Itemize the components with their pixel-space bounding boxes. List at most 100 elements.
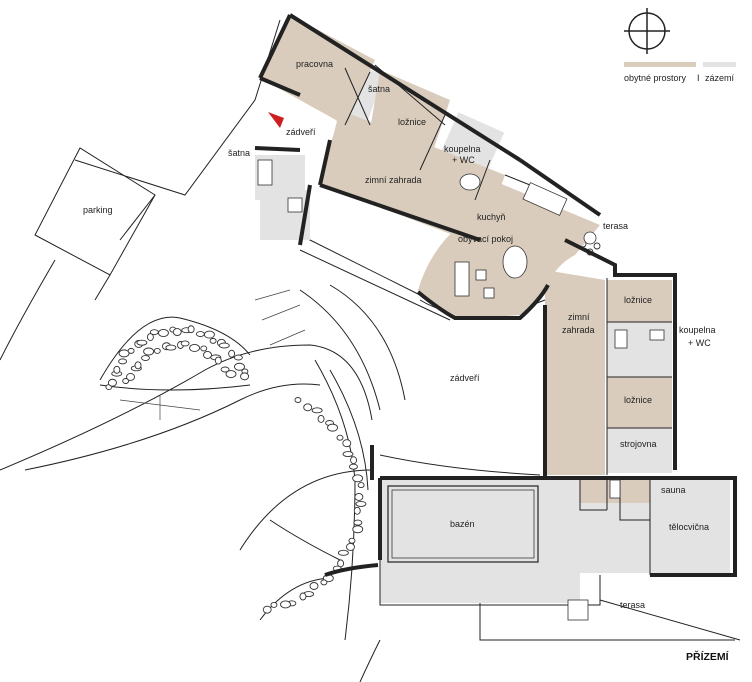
shrub-icon xyxy=(203,351,212,359)
shrub-icon xyxy=(118,358,128,365)
room-label-satna-top: šatna xyxy=(368,84,390,94)
shrub-icon xyxy=(122,378,130,384)
shrub-icon xyxy=(187,325,195,334)
room-label-zimni-zahrada-right-2: zahrada xyxy=(562,325,595,335)
shrub-icon xyxy=(342,439,352,448)
shrub-icon xyxy=(149,329,159,336)
shrub-icon xyxy=(234,362,245,371)
shrub-icon xyxy=(189,344,201,352)
shrub-icon xyxy=(353,519,363,526)
shrub-icon xyxy=(294,397,302,403)
shrub-icon xyxy=(218,342,230,349)
shrub-icon xyxy=(180,340,190,347)
room-label-obyvaci-pokoj: obývací pokoj xyxy=(458,234,513,244)
shrub-icon xyxy=(172,328,182,336)
floor-title: PŘÍZEMÍ xyxy=(686,650,730,663)
room-label-terasa-top: terasa xyxy=(603,221,628,231)
room-label-koupelna-top-wc: + WC xyxy=(452,155,475,165)
shrub-icon xyxy=(143,347,155,356)
room-label-zimni-zahrada-right: zimní xyxy=(568,312,590,322)
shrub-icon xyxy=(113,365,121,374)
shrub-icon xyxy=(303,403,313,412)
shrub-icon xyxy=(342,451,354,458)
shrub-icon xyxy=(355,500,367,507)
shrub-icon xyxy=(233,354,243,361)
room-label-zimni-zahrada-top: zimní zahrada xyxy=(365,175,422,185)
north-arrow-icon xyxy=(624,8,670,54)
shrub-icon xyxy=(336,434,344,441)
shrub-icon xyxy=(352,474,364,483)
pool xyxy=(387,485,539,563)
shrub-icon xyxy=(270,601,278,608)
shrub-icon xyxy=(357,482,365,489)
walls xyxy=(254,13,737,606)
room-label-koupelna-right: koupelna xyxy=(679,325,716,335)
shrub-icon xyxy=(352,525,364,534)
shrub-icon xyxy=(299,592,307,601)
shrub-icon xyxy=(214,356,222,365)
room-labels: pracovna šatna ložnice koupelna + WC zád… xyxy=(83,59,716,610)
room-label-koupelna-right-wc: + WC xyxy=(688,338,711,348)
room-label-sauna: sauna xyxy=(661,485,686,495)
shrub-icon xyxy=(203,330,215,339)
service-areas xyxy=(255,64,730,603)
shrub-icon xyxy=(209,337,217,344)
garden-vegetation xyxy=(99,232,601,641)
shrub-icon xyxy=(225,370,237,378)
room-label-pracovna: pracovna xyxy=(296,59,333,69)
legend: obytné prostory I zázemí xyxy=(624,62,736,83)
shrub-icon xyxy=(118,349,130,358)
shrub-icon xyxy=(350,456,358,465)
shrub-icon xyxy=(311,407,323,414)
shrub-icon xyxy=(353,506,361,515)
shrub-icon xyxy=(348,463,358,470)
room-label-zadveri-main: zádveří xyxy=(450,373,480,383)
shrub-icon xyxy=(141,355,150,361)
shrub-icon xyxy=(317,414,325,423)
legend-service-swatch xyxy=(703,62,736,67)
shrub-icon xyxy=(126,372,135,381)
shrub-icon xyxy=(127,347,135,354)
room-label-bazen: bazén xyxy=(450,519,475,529)
room-label-koupelna-top: koupelna xyxy=(444,144,481,154)
shrub-icon xyxy=(240,372,250,381)
shrub-icon xyxy=(107,378,117,387)
shrub-icon xyxy=(134,361,142,370)
room-label-parking: parking xyxy=(83,205,113,215)
furniture xyxy=(257,159,665,621)
room-label-zadveri-top: zádveří xyxy=(286,127,316,137)
entrance-marker-icon xyxy=(268,112,284,128)
legend-separator: I xyxy=(697,73,700,83)
shrub-icon xyxy=(320,579,328,586)
shrub-icon xyxy=(348,537,356,544)
room-label-kuchyn: kuchyň xyxy=(477,212,506,222)
shrub-icon xyxy=(346,542,355,551)
shrub-icon xyxy=(157,329,169,337)
shrub-icon xyxy=(195,331,205,337)
shrub-icon xyxy=(153,347,161,354)
room-label-loznice-right-2: ložnice xyxy=(624,395,652,405)
shrub-icon xyxy=(220,366,230,373)
shrub-icon xyxy=(136,339,148,346)
room-label-strojovna: strojovna xyxy=(620,439,657,449)
legend-living-swatch xyxy=(624,62,696,67)
shrub-icon xyxy=(262,605,272,614)
legend-service-label: zázemí xyxy=(705,73,735,83)
shrub-icon xyxy=(280,600,291,609)
shrub-icon xyxy=(228,349,236,358)
room-label-loznice-right-1: ložnice xyxy=(624,295,652,305)
room-label-satna-left: šatna xyxy=(228,148,250,158)
shrub-icon xyxy=(200,345,208,352)
legend-living-label: obytné prostory xyxy=(624,73,687,83)
shrub-icon xyxy=(165,344,177,351)
room-label-loznice-top: ložnice xyxy=(398,117,426,127)
shrub-icon xyxy=(354,493,364,501)
shrub-icon xyxy=(327,423,338,432)
shrub-icon xyxy=(309,582,319,590)
shrub-icon xyxy=(337,549,349,556)
plant-icon xyxy=(593,242,601,250)
site-outline xyxy=(0,19,741,682)
room-label-telocvicna: tělocvična xyxy=(669,522,709,532)
room-label-terasa-bottom: terasa xyxy=(620,600,645,610)
